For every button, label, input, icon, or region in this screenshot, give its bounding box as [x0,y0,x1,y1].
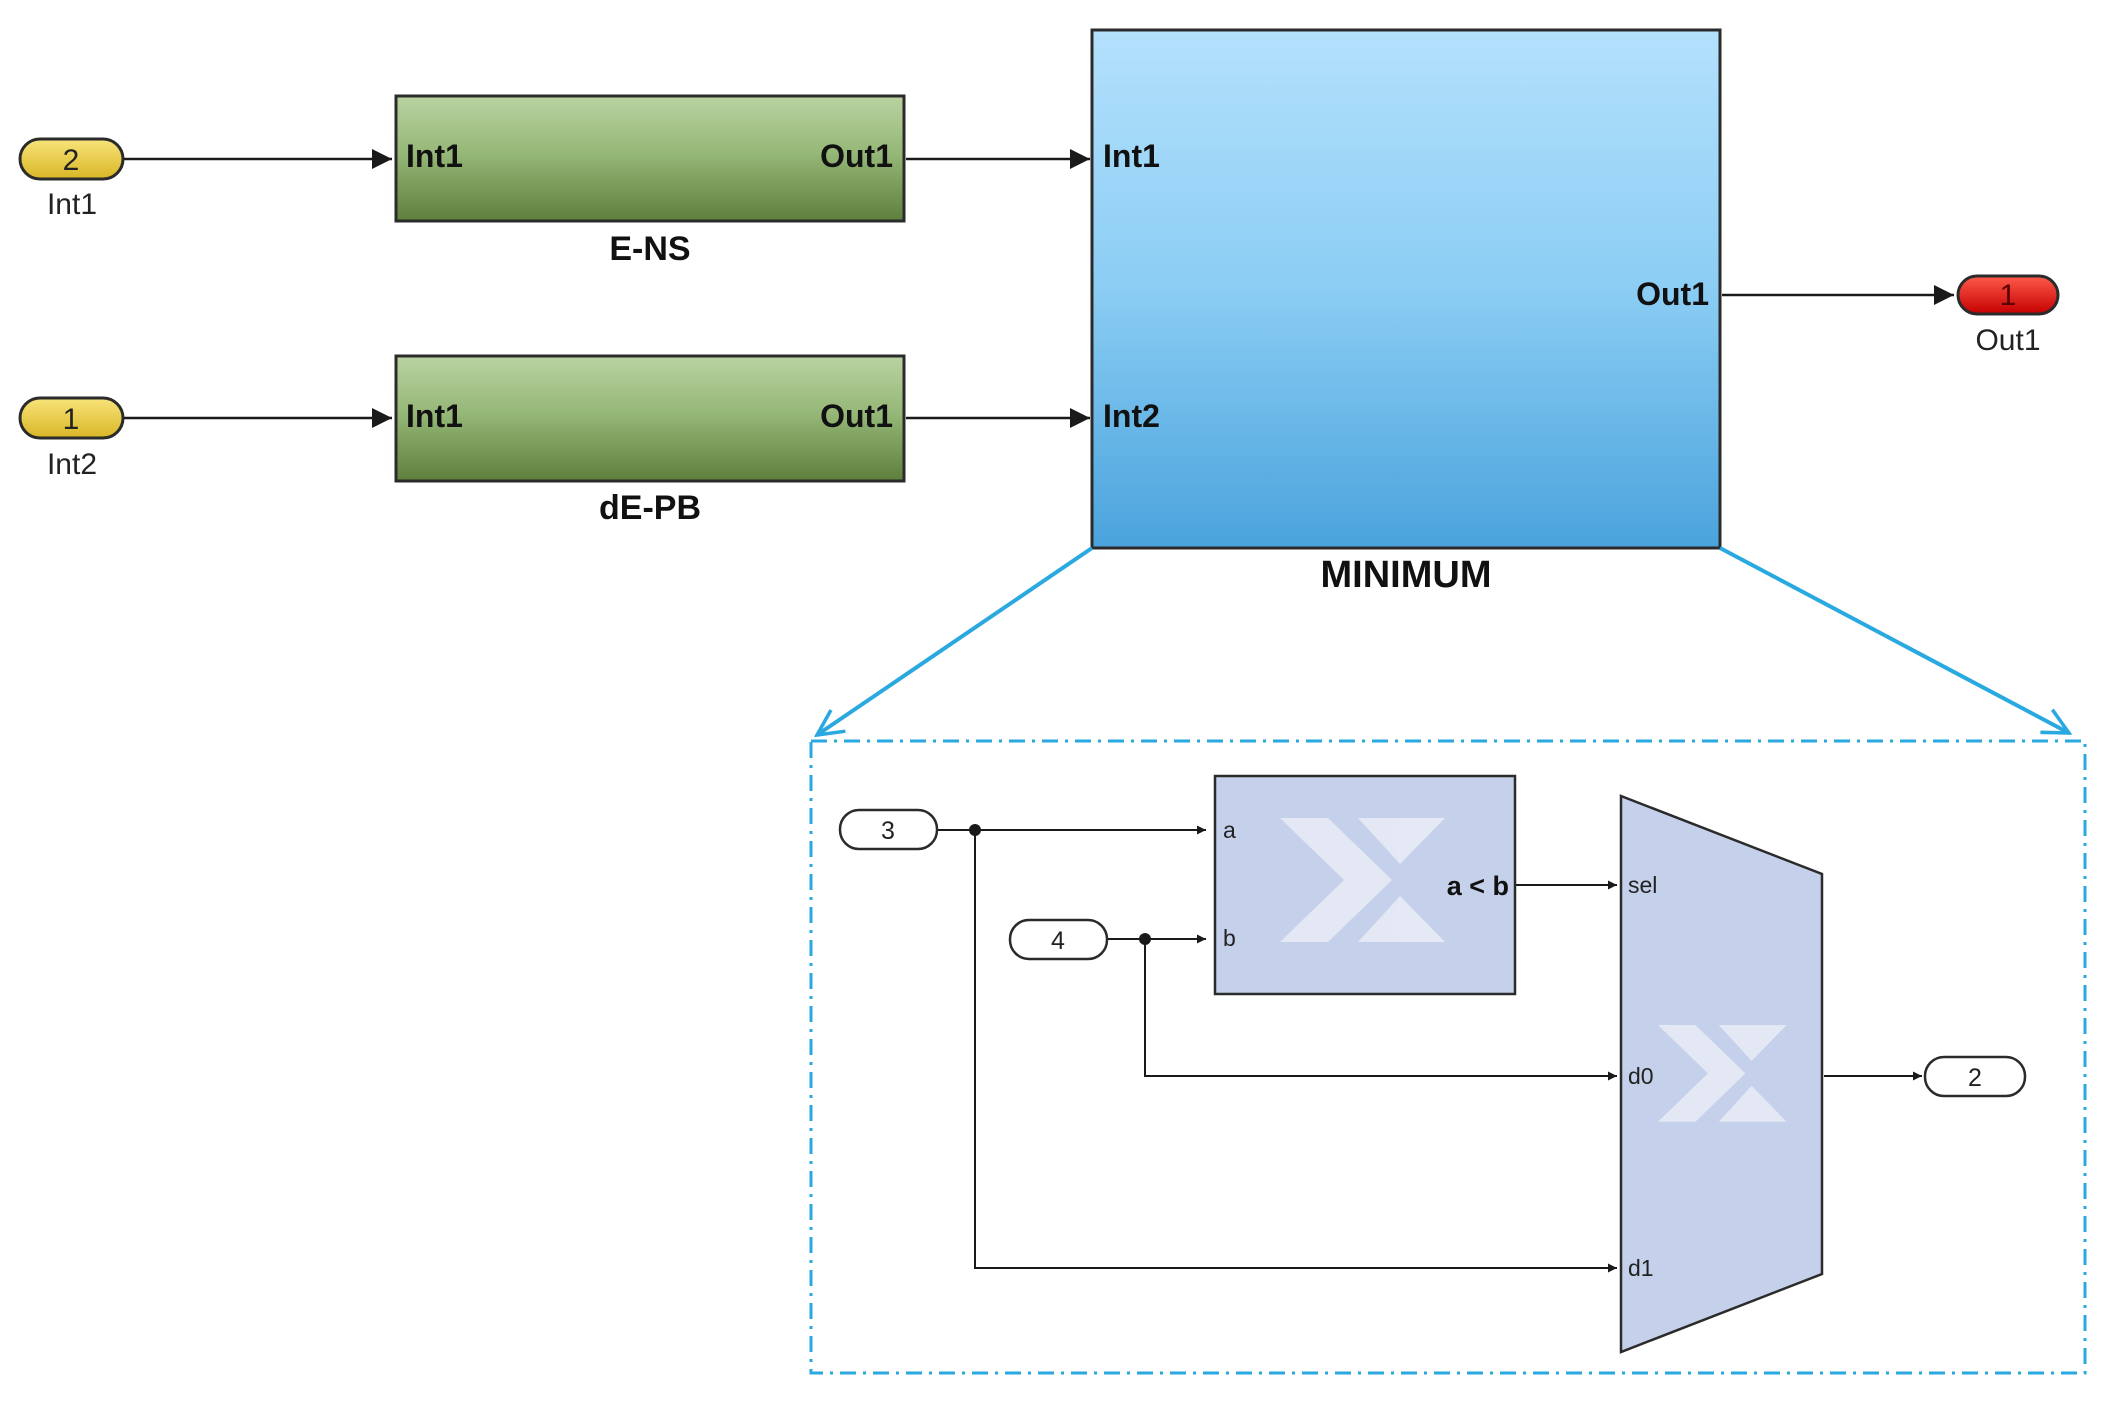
block-e-ns-out-port: Out1 [820,138,893,174]
inport-int2[interactable]: 1 Int2 [18,396,125,481]
block-mux-d0-port: d0 [1628,1063,1654,1089]
block-de-pb-name: dE-PB [599,489,701,527]
detail-outport-2-number: 2 [1968,1064,1982,1092]
wire-4-to-d0 [1144,939,1617,1081]
block-mux-d1-port: d1 [1628,1255,1654,1281]
outport-out1[interactable]: 1 Out1 [1956,274,2060,357]
block-minimum-out-port: Out1 [1636,276,1709,312]
inport-int2-label: Int2 [47,448,97,481]
block-minimum[interactable]: Int1 Int2 Out1 MINIMUM [1090,28,1722,596]
xilinx-logo-icon [1658,1025,1787,1122]
block-relational-expression: a < b [1447,871,1509,901]
outport-out1-label: Out1 [1975,324,2040,357]
detail-inport-3[interactable]: 3 [838,808,939,851]
subsystem-detail-frame [809,739,2087,1375]
inport-int1-label: Int1 [47,188,97,221]
inport-int1-number: 2 [63,144,80,177]
detail-inport-3-number: 3 [881,817,895,845]
outport-out1-number: 1 [2000,279,2017,312]
detail-outport-2[interactable]: 2 [1923,1055,2027,1098]
xilinx-logo-icon [1280,818,1445,942]
block-de-pb-in-port: Int1 [406,398,463,434]
block-relational-in-b: b [1223,925,1236,951]
block-minimum-in1-port: Int1 [1103,138,1160,174]
detail-inport-4[interactable]: 4 [1008,918,1109,961]
block-e-ns[interactable]: Int1 Out1 E-NS [394,94,906,268]
inport-int1[interactable]: 2 Int1 [18,137,125,221]
block-mux[interactable]: sel d0 d1 [1619,794,1824,1354]
block-e-ns-name: E-NS [609,230,690,268]
zoom-arrow-left [817,546,1094,735]
block-e-ns-in-port: Int1 [406,138,463,174]
block-de-pb-out-port: Out1 [820,398,893,434]
zoom-arrow-right [1719,546,2069,733]
block-minimum-in2-port: Int2 [1103,398,1160,434]
inport-int2-number: 1 [63,403,80,436]
block-minimum-name: MINIMUM [1321,554,1492,596]
block-relational[interactable]: a b a < b [1213,774,1517,996]
wire-3-to-d1 [974,830,1617,1273]
block-mux-sel-port: sel [1628,872,1657,898]
block-relational-in-a: a [1223,817,1236,843]
block-de-pb[interactable]: Int1 Out1 dE-PB [394,354,906,527]
detail-inport-4-number: 4 [1051,927,1065,955]
junction-dot-3 [969,824,981,836]
junction-dot-4 [1139,933,1151,945]
